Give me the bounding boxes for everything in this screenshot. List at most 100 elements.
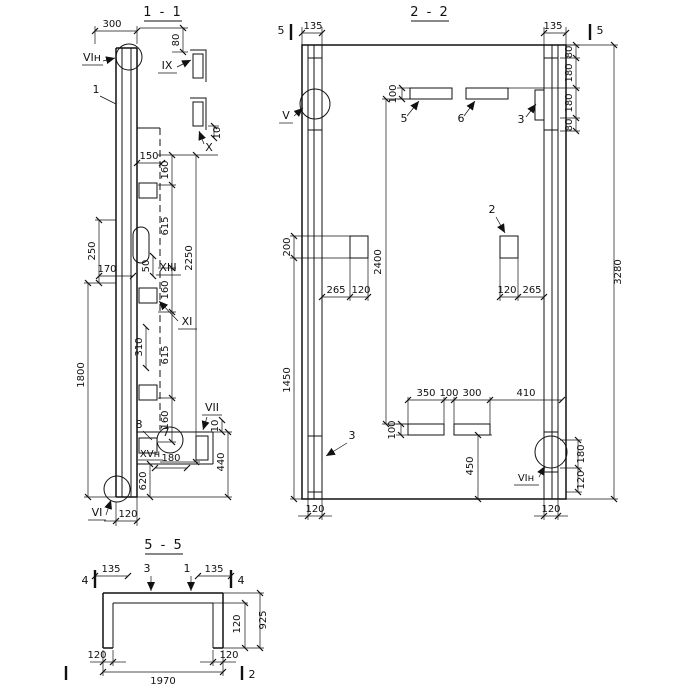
leader xyxy=(142,430,153,441)
leader xyxy=(198,130,206,145)
leader xyxy=(99,95,117,105)
dim-80-top: 80 xyxy=(564,46,575,59)
dim-2400: 2400 xyxy=(373,249,384,274)
weld-plate xyxy=(192,101,204,127)
dim-310: 310 xyxy=(134,337,145,356)
dim-620: 620 xyxy=(138,471,149,490)
slotted-plate xyxy=(132,226,150,264)
dim-300: 300 xyxy=(102,19,121,30)
section-cut-5-right: 5 xyxy=(597,24,604,37)
top-plate xyxy=(409,87,453,100)
detail-circle-VI xyxy=(103,475,131,503)
leader xyxy=(325,442,348,457)
section-5-5: 5 - 5 4 135 135 4 3 1 120 xyxy=(64,538,269,687)
leader xyxy=(406,100,420,117)
part-label-3: 3 xyxy=(144,562,151,575)
dim-80-bottom: 80 xyxy=(564,119,575,132)
right-bottom-dim-chain xyxy=(560,436,582,496)
dim-120-under-left-rib xyxy=(298,499,332,520)
dim-100-top: 100 xyxy=(388,84,399,103)
section-2-2: 2 - 2 5 5 135 135 xyxy=(278,5,624,520)
top-plate xyxy=(465,87,509,100)
dim-150: 150 xyxy=(139,151,158,162)
dim-120-right-rib: 120 xyxy=(541,504,560,515)
dim-80: 80 xyxy=(171,34,182,47)
dim-160: 160 xyxy=(160,410,171,429)
channel-inner-lines xyxy=(112,602,214,648)
left-dim-chain xyxy=(290,232,350,503)
detail-circle-V xyxy=(299,88,331,120)
dim-10-top-lines xyxy=(208,122,219,142)
dim-160: 160 xyxy=(160,160,171,179)
dim-350: 350 xyxy=(416,388,435,399)
right-rib-lines xyxy=(543,45,559,499)
top-bracket-outline xyxy=(190,49,207,130)
rib-weld-zone xyxy=(543,57,559,131)
column-member-inner-lines xyxy=(121,48,132,497)
dim-135-left: 135 xyxy=(303,21,322,32)
dim-10-bot: 10 xyxy=(210,420,221,433)
detail-label-XIII: XIII xyxy=(159,261,176,274)
dim-135-right-lines xyxy=(540,27,570,45)
dim-2250: 2250 xyxy=(184,245,195,270)
dim-3280: 3280 xyxy=(613,259,624,284)
leader xyxy=(537,465,546,478)
dim-925-lines xyxy=(223,589,264,652)
detail-circle-VIn-top xyxy=(115,43,143,71)
dim-180-bottom: 180 xyxy=(576,444,587,463)
dim-300-lines xyxy=(91,26,141,44)
dim-170: 170 xyxy=(97,264,116,275)
leader xyxy=(102,56,116,65)
channel-outline xyxy=(102,592,224,649)
dim-135-left-lines xyxy=(298,27,326,45)
detail-label-VII: VII xyxy=(205,401,219,414)
dim-3280-lines xyxy=(566,41,618,503)
dim-120-under-right-rib xyxy=(534,499,568,520)
dim-180: 180 xyxy=(564,93,575,112)
dim-135-right: 135 xyxy=(204,564,223,575)
rib-weld-zone xyxy=(307,57,323,131)
dim-135-right: 135 xyxy=(543,21,562,32)
leader xyxy=(495,216,506,234)
dim-180: 180 xyxy=(564,63,575,82)
dim-120-bottom-left: 120 xyxy=(87,650,106,661)
weld-plate xyxy=(138,437,158,454)
detail-label-VI: VI xyxy=(92,506,103,519)
dim-300: 300 xyxy=(462,388,481,399)
mid-plate-right xyxy=(499,235,519,259)
leader xyxy=(176,59,192,68)
dim-925: 925 xyxy=(258,610,269,629)
right-top-dim-chain xyxy=(508,41,580,135)
panel-outline xyxy=(301,44,567,500)
dim-200: 200 xyxy=(282,237,293,256)
rib-weld-zone xyxy=(543,431,559,473)
part-label-3-top: 3 xyxy=(518,113,525,126)
column-member-outline xyxy=(115,47,138,498)
dim-160: 160 xyxy=(160,280,171,299)
detail-label-X: X xyxy=(205,141,213,154)
part-label-5: 5 xyxy=(401,112,408,125)
section-cut-4-left: 4 xyxy=(82,574,89,587)
mid-right-dim-lines xyxy=(496,258,548,301)
dim-450-lines xyxy=(474,431,492,503)
dim-80-lines xyxy=(140,24,188,56)
dim-440: 440 xyxy=(216,452,227,471)
section-1-1-title: 1 - 1 xyxy=(143,5,183,20)
weld-plate xyxy=(138,287,158,304)
dim-450: 450 xyxy=(465,456,476,475)
leader xyxy=(525,103,537,118)
dim-265-left: 265 xyxy=(326,285,345,296)
mid-plate-left xyxy=(349,235,369,259)
section-cut-2-label: 2 xyxy=(249,668,256,681)
leader xyxy=(463,100,476,117)
detail-circle-7 xyxy=(156,426,184,454)
dim-120-left: 120 xyxy=(351,285,370,296)
leader xyxy=(104,499,112,516)
left-dim-lines xyxy=(84,216,137,501)
detail-label-XI: XI xyxy=(182,315,193,328)
detail-label-V: V xyxy=(282,109,290,122)
dim-100-bottom-lines xyxy=(396,420,408,439)
leader xyxy=(158,300,179,322)
detail-label-VIn: VIн xyxy=(518,473,534,484)
detail-label-VIn: VIн xyxy=(83,51,101,64)
